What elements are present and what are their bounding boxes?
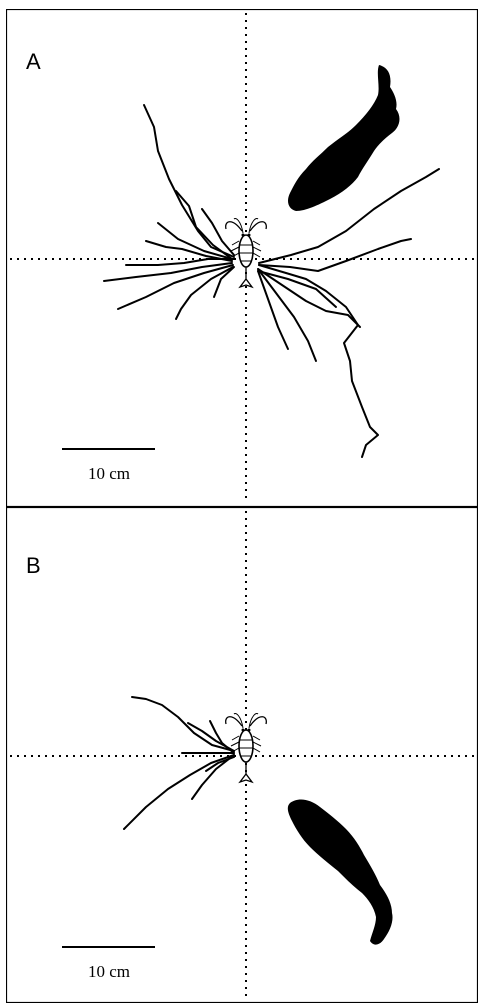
trajectory	[259, 239, 411, 271]
fish-icon	[288, 800, 393, 945]
scale-bar-label: 10 cm	[88, 962, 130, 981]
trajectory	[124, 755, 234, 829]
shrimp-icon	[226, 714, 267, 782]
panel-b: 10 cm B	[6, 507, 478, 1003]
panel-label-a: A	[26, 51, 41, 73]
panel-b-drawing: 10 cm	[6, 507, 478, 1003]
fish-icon	[288, 65, 399, 211]
trajectory	[258, 271, 288, 349]
trajectory	[144, 105, 234, 257]
escape-trajectories	[124, 697, 234, 829]
panel-a-drawing: 10 cm	[6, 9, 478, 507]
escape-trajectories	[104, 105, 439, 457]
panel-a: 10 cm A	[6, 9, 478, 507]
scale-bar-label: 10 cm	[88, 464, 130, 483]
panel-label-b: B	[26, 555, 41, 577]
trajectory	[258, 269, 360, 327]
